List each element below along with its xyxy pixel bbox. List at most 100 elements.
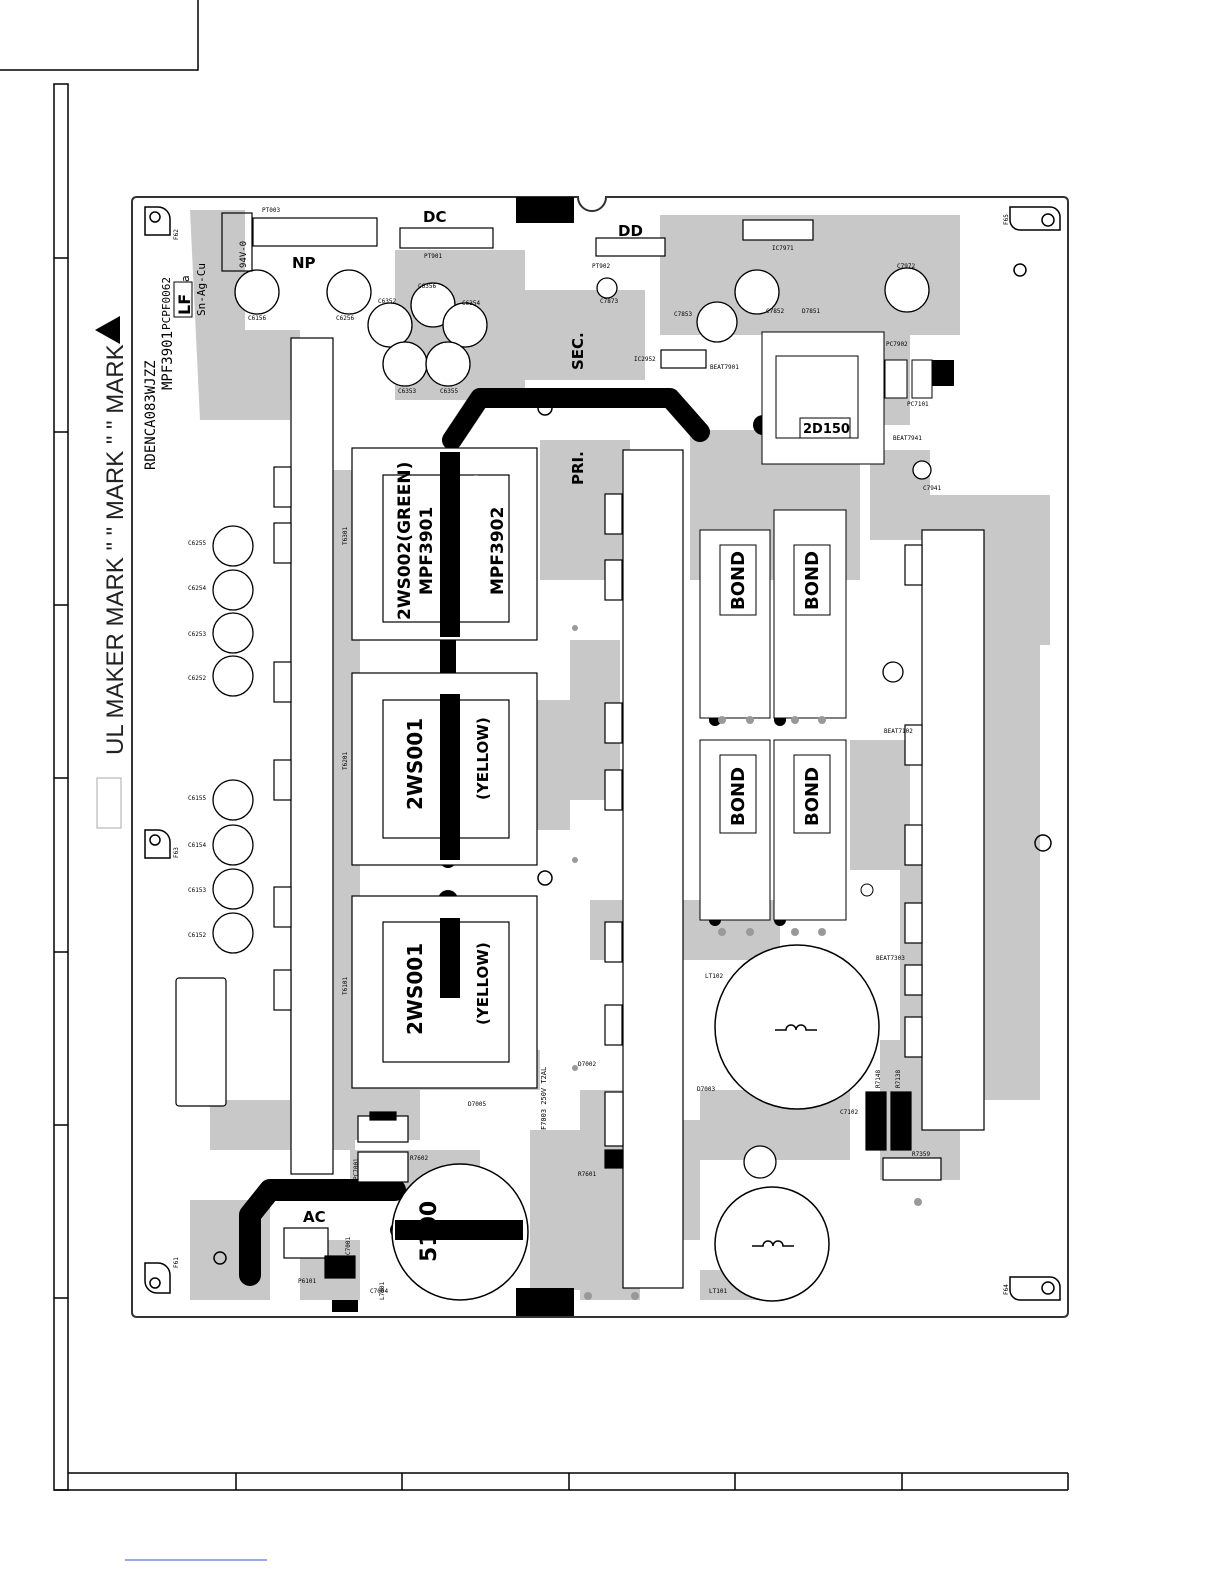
label-ic7971: IC7971: [772, 245, 794, 252]
label-c6356: C6356: [418, 283, 436, 290]
board-code-2: MPF3901: [160, 331, 176, 390]
label-c7004: C7004: [370, 1288, 388, 1295]
section-dd: DD: [618, 222, 643, 240]
side-text: UL MAKER MARK " " MARK " " MARK RDENCA08…: [95, 241, 249, 829]
label-pt003: PT003: [262, 207, 280, 214]
bond-blocks: BOND BOND BOND BOND: [699, 509, 847, 921]
transformer-2-line2: (YELLOW): [474, 717, 492, 800]
v0-rating: 94V-0: [239, 241, 249, 268]
transistor-footprints: [273, 466, 942, 1183]
page-frame: [0, 0, 1069, 1491]
transformer-t6301: 2WS002(GREEN) MPF3901 2WS001(YELLOW) MPF…: [351, 447, 538, 641]
label-ic2952: IC2952: [634, 356, 656, 363]
bond-label-4: BOND: [802, 767, 823, 826]
transformer-1-line2: MPF3901: [417, 507, 437, 595]
bond-label-3: BOND: [728, 767, 749, 826]
pcb-code: PCPF0062: [160, 277, 173, 330]
coil-symbols: [752, 1024, 817, 1247]
label-d7005: D7005: [468, 1101, 486, 1108]
label-t6201: T6201: [342, 752, 349, 770]
label-c6156: C6156: [248, 315, 266, 322]
label-pc7101: PC7101: [907, 401, 929, 408]
section-labels: NP DC DD SEC. PRI. AC F7003 250V T2AL: [292, 208, 643, 1226]
label-c6254: C6254: [188, 585, 206, 592]
lf-mark: LF: [175, 294, 194, 315]
label-f65: F65: [1003, 214, 1010, 225]
label-c6155: C6155: [188, 795, 206, 802]
label-beat7102: BEAT7102: [884, 728, 913, 735]
label-r7148: R7148: [875, 1070, 882, 1088]
transformer-t6101: 2WS001 (YELLOW): [351, 895, 538, 1089]
transformer-1-line3: 2WS001(YELLOW): [467, 448, 487, 620]
label-f63: F63: [173, 847, 180, 858]
inductor-5100-label: 5100: [417, 1201, 442, 1262]
label-c7001: C7001: [345, 1237, 352, 1255]
lf-sub: a: [179, 275, 192, 282]
label-pc7902: PC7902: [886, 341, 908, 348]
label-lt102: LT102: [705, 973, 723, 980]
label-c7873: C7873: [600, 298, 618, 305]
section-np: NP: [292, 254, 316, 272]
label-c7941: C7941: [923, 485, 941, 492]
label-c6253: C6253: [188, 631, 206, 638]
board-tabs: [332, 197, 574, 1316]
label-c6252: C6252: [188, 675, 206, 682]
section-pri: PRI.: [569, 451, 587, 485]
heatsinks: [290, 337, 985, 1289]
triangle-mark-icon: [95, 316, 120, 344]
label-c7102: C7102: [840, 1109, 858, 1116]
alloy-mark: Sn-Ag-Cu: [195, 263, 208, 316]
inductor-2d150-label: 2D150: [803, 422, 850, 437]
hatch-box: [96, 777, 122, 829]
label-pt902: PT902: [592, 263, 610, 270]
label-r7601: R7601: [578, 1171, 596, 1178]
label-pc7001: PC7001: [353, 1158, 360, 1180]
label-r7138: R7138: [895, 1070, 902, 1088]
label-c6353: C6353: [398, 388, 416, 395]
label-pt901: PT901: [424, 253, 442, 260]
label-c6154: C6154: [188, 842, 206, 849]
transformer-1-line1: 2WS002(GREEN): [395, 462, 415, 620]
transformer-t6201: 2WS001 (YELLOW): [351, 672, 538, 866]
label-d7002: D7002: [578, 1061, 596, 1068]
lf-badge: [173, 281, 193, 318]
label-c6153: C6153: [188, 887, 206, 894]
label-c6152: C6152: [188, 932, 206, 939]
label-f64: F64: [1003, 1284, 1010, 1295]
bond-label-1: BOND: [728, 551, 749, 610]
label-f61: F61: [173, 1257, 180, 1268]
label-beat7901: BEAT7901: [710, 364, 739, 371]
inductor-2d150: 2D150: [761, 331, 954, 465]
pads: [572, 625, 922, 1300]
label-c6354: C6354: [462, 300, 480, 307]
section-dc: DC: [423, 208, 446, 226]
label-p6101: P6101: [298, 1278, 316, 1285]
transformer-3-line1: 2WS001: [403, 943, 427, 1035]
transformer-1-line4: MPF3902: [488, 507, 508, 595]
label-c7852: C7852: [766, 308, 784, 315]
inductor-5100: 5100: [395, 1201, 523, 1262]
bond-label-2: BOND: [802, 551, 823, 610]
capacitors: [212, 267, 932, 1179]
label-c6355: C6355: [440, 388, 458, 395]
transformer-3-line2: (YELLOW): [474, 942, 492, 1025]
part-labels: PT003 PT901 PT902 IC7971 IC2952 C6156 C6…: [173, 207, 1010, 1300]
label-f62: F62: [173, 229, 180, 240]
label-d7003: D7003: [697, 1086, 715, 1093]
ul-maker-mark: UL MAKER MARK " " MARK " " MARK: [102, 344, 129, 755]
section-sec: SEC.: [569, 332, 587, 370]
label-beat7941: BEAT7941: [893, 435, 922, 442]
label-t6301: T6301: [342, 527, 349, 545]
label-r7602: R7602: [410, 1155, 428, 1162]
label-c7972: C7972: [897, 263, 915, 270]
label-c6255: C6255: [188, 540, 206, 547]
fuse-label: F7003 250V T2AL: [540, 1067, 548, 1130]
label-beat7303: BEAT7303: [876, 955, 905, 962]
label-c6256: C6256: [336, 315, 354, 322]
label-r7359: R7359: [912, 1151, 930, 1158]
section-ac: AC: [303, 1208, 326, 1226]
label-c6352: C6352: [378, 298, 396, 305]
transformer-2-line1: 2WS001: [403, 718, 427, 810]
connectors: [175, 212, 814, 1279]
